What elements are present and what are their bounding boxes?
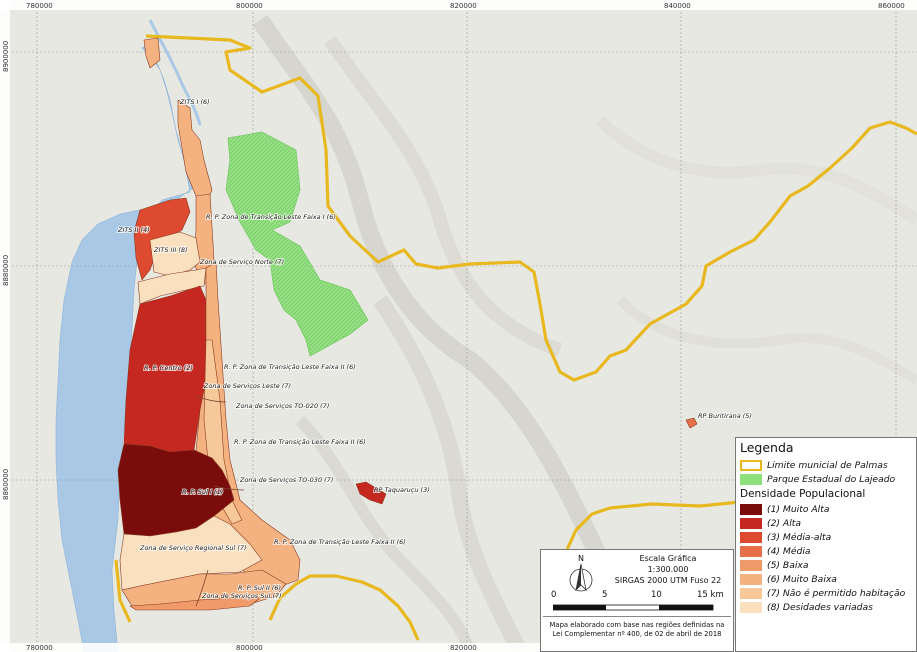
scale-tick-5: 5 [602,590,608,600]
legend-label-parque: Parque Estadual do Lajeado [767,473,896,485]
scale-note-2: Lei Complementar nº 400, de 02 de abril … [552,630,722,638]
zone-zits-iii[interactable] [149,231,201,277]
legend-swatch-limite [740,459,762,471]
zone-zits-i[interactable] [143,37,161,69]
scale-note-1: Mapa elaborado com base nas regiões defi… [549,621,725,629]
x-tick-bottom-3: 820000 [450,644,477,652]
x-tick-top-1: 780000 [26,2,53,10]
north-label: N [578,554,584,563]
legend-swatch-class-2 [740,517,762,529]
label-rp-buritirana: RP Buritirana (5) [698,412,752,420]
label-rp-taquarucu: RP Taquaruçu (3) [374,486,430,494]
scale-divider [543,616,731,617]
legend-row-parque: Parque Estadual do Lajeado [740,472,912,486]
legend-swatch-class-8 [740,601,762,613]
legend-swatch-class-4 [740,545,762,557]
x-tick-top-2: 800000 [236,2,263,10]
legend-row-class-3: (3) Média-alta [740,530,912,544]
legend-label-class-7: (7) Não é permitido habitação [767,587,906,599]
label-zits-i: ZITS I (6) [179,98,210,106]
legend-label-class-4: (4) Média [767,545,811,557]
legend-row-class-1: (1) Muito Alta [740,502,912,516]
label-zits-ii: ZITS II (4) [117,226,150,234]
label-zs-to020: Zona de Serviços TO-020 (7) [235,402,329,410]
x-tick-top-3: 820000 [450,2,477,10]
label-zs-sul: Zona de Serviços Sul (7) [201,592,282,600]
legend-row-limite: Limite municial de Palmas [740,458,912,472]
zone-labels: ZITS I (6) ZITS II (4) ZITS III (8) R. P… [116,97,753,601]
legend-density-classes: (1) Muito Alta (2) Alta (3) Média-alta (… [740,502,912,614]
label-rp-sul-ii: R. P. Sul II (6) [238,584,281,592]
zone-rp-centro[interactable] [123,285,207,453]
x-tick-bottom-2: 800000 [236,644,263,652]
legend-row-class-2: (2) Alta [740,516,912,530]
legend-label-class-1: (1) Muito Alta [767,503,830,515]
y-tick-3: 8860000 [2,469,10,500]
legend-swatch-class-5 [740,559,762,571]
legend-row-class-7: (7) Não é permitido habitação [740,586,912,600]
legend-row-class-4: (4) Média [740,544,912,558]
parque-estadual-lajeado[interactable] [225,131,369,357]
scale-ratio: 1:300.000 [647,565,689,574]
label-rp-centro: R. P. Centro (2) [144,364,193,372]
label-zs-norte: Zona de Serviço Norte (7) [199,258,284,266]
scale-tick-10: 10 [651,590,662,600]
label-rp-leste-faixa-ii-top: R. P. Zona de Transição Leste Faixa II (… [224,363,356,371]
label-zs-to030: Zona de Serviços TO-030 (7) [239,476,333,484]
legend-label-class-6: (6) Muito Baixa [767,573,837,585]
legend-label-class-2: (2) Alta [767,517,802,529]
legend-label-limite: Limite municial de Palmas [767,459,888,471]
y-tick-2: 8880000 [2,255,10,286]
legend-label-class-5: (5) Baixa [767,559,809,571]
label-rp-leste-faixa-i: R. P. Zona de Transição Leste Faixa I (6… [206,213,336,221]
scale-title: Escala Gráfica [639,554,697,563]
legend-row-class-6: (6) Muito Baixa [740,572,912,586]
scale-box: N Escala Gráfica 1:300.000 SIRGAS 2000 U… [540,549,734,652]
zone-servico-norte[interactable] [137,267,207,305]
x-tick-bottom-1: 780000 [26,644,53,652]
legend-swatch-class-6 [740,573,762,585]
y-tick-1: 8900000 [2,41,10,72]
map-legend: Legenda Limite municial de Palmas Parque… [735,437,917,652]
scale-tick-15: 15 km [697,590,724,600]
legend-densidade-title: Densidade Populacional [740,488,866,500]
zone-rp-taquarucu[interactable] [355,481,387,505]
scale-datum: SIRGAS 2000 UTM Fuso 22 [614,576,722,585]
legend-label-class-8: (8) Desidades variadas [767,601,873,613]
scale-bar [553,604,714,611]
legend-swatch-class-7 [740,587,762,599]
legend-row-class-5: (5) Baixa [740,558,912,572]
scale-tick-0: 0 [551,590,557,600]
label-zs-leste: Zona de Serviços Leste (7) [203,382,291,390]
legend-label-class-3: (3) Média-alta [767,531,832,543]
roads [195,395,245,607]
zone-rp-sul-i[interactable] [117,443,235,537]
legend-swatch-class-3 [740,531,762,543]
label-zits-iii: ZITS III (8) [153,246,188,254]
legend-swatch-class-1 [740,503,762,515]
north-arrow-icon: N [569,554,593,592]
label-rp-leste-faixa-ii-bot: R. P. Zona de Transição Leste Faixa II (… [274,538,406,546]
label-zs-regional-sul: Zona de Serviço Regional Sul (7) [139,544,247,552]
zone-servicos-sul[interactable] [129,597,261,611]
x-tick-top-5: 860000 [878,2,905,10]
zones [117,37,698,611]
legend-title: Legenda [740,440,794,455]
legend-swatch-parque [740,473,762,485]
legend-row-class-8: (8) Desidades variadas [740,600,912,614]
x-tick-top-4: 840000 [664,2,691,10]
zone-rp-buritirana[interactable] [685,417,698,429]
label-rp-sul-i: R. P. Sul I (1) [182,488,223,496]
label-rp-leste-faixa-ii-mid: R. P. Zona de Transição Leste Faixa II (… [234,438,366,446]
